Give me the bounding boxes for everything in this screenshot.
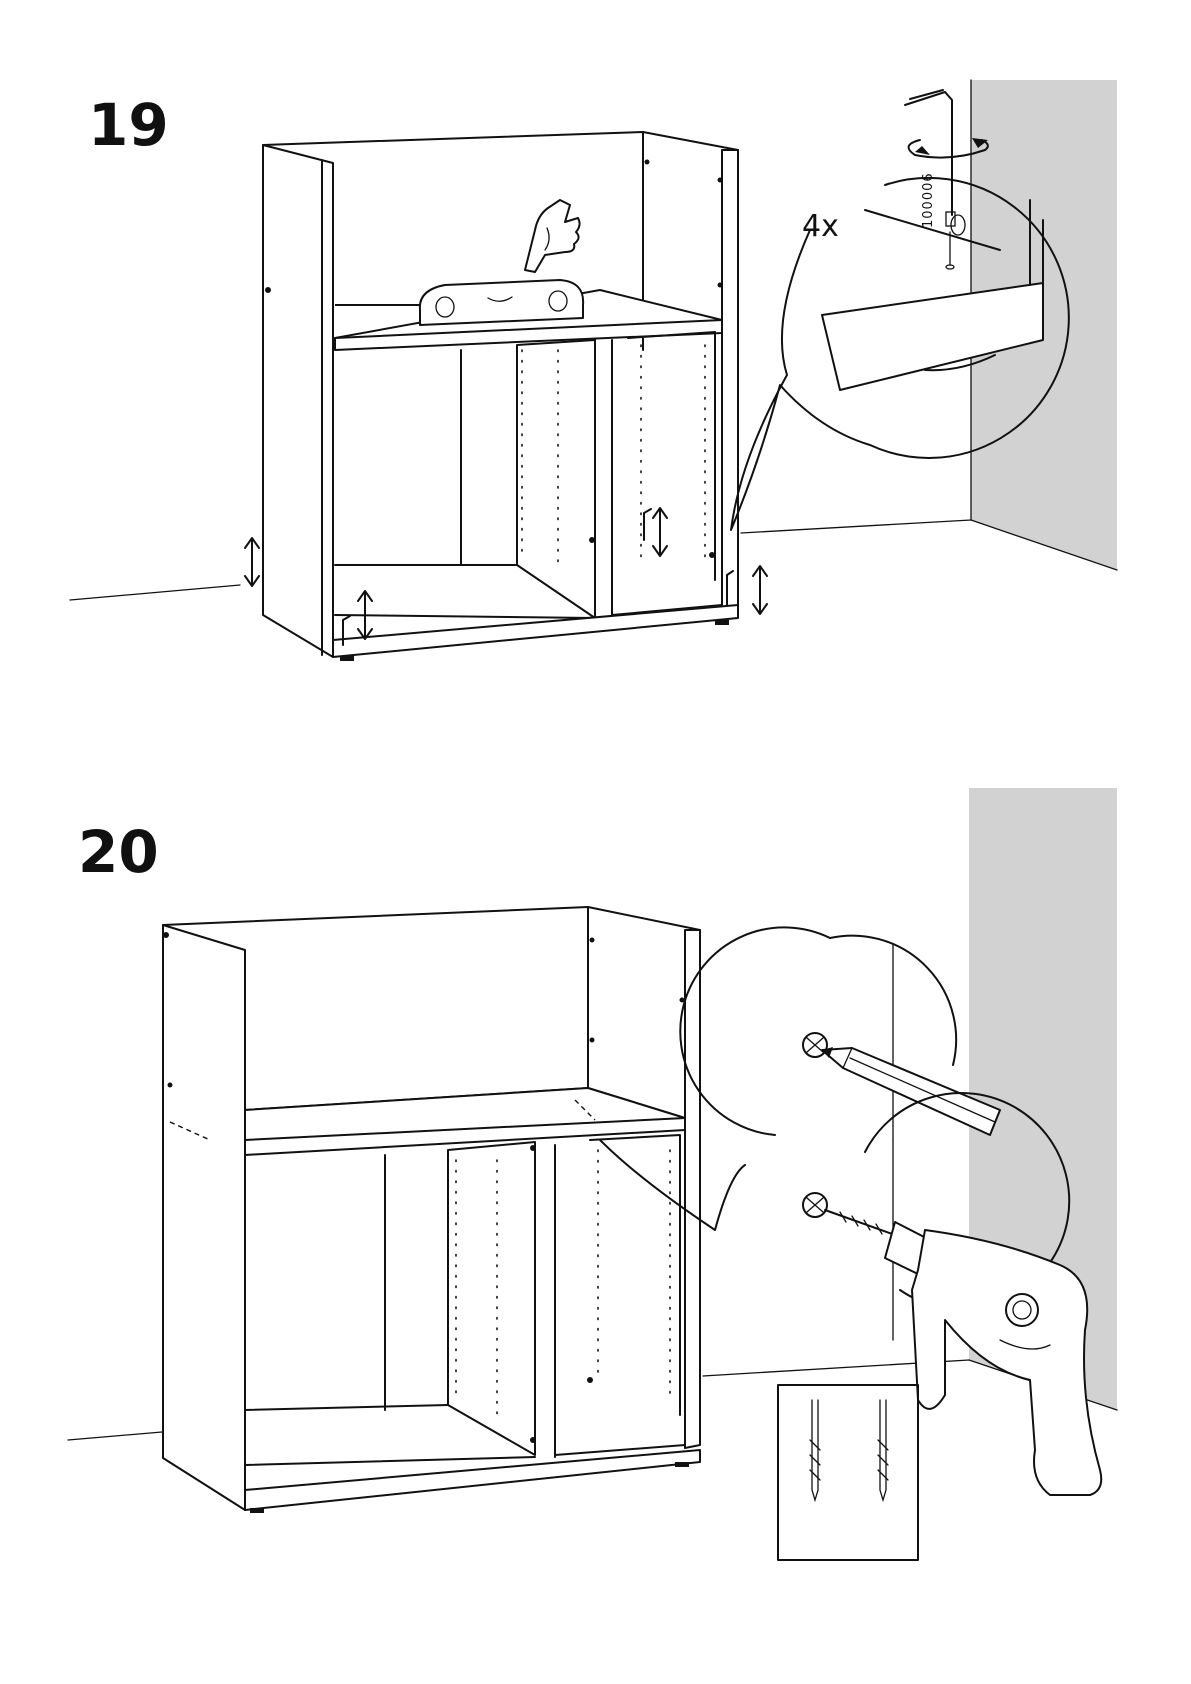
detail-circle-marking bbox=[680, 927, 1000, 1140]
spirit-level-icon bbox=[420, 280, 583, 325]
screw-icon bbox=[803, 1033, 827, 1057]
cabinet-19 bbox=[263, 132, 738, 661]
quantity-label: 4x bbox=[802, 209, 839, 244]
pointing-hand-icon bbox=[525, 200, 580, 272]
part-number-label: 100006 bbox=[921, 172, 936, 228]
cabinet-20 bbox=[163, 907, 700, 1513]
step-number-19: 19 bbox=[88, 91, 169, 159]
drill-bit-icon bbox=[778, 1385, 918, 1560]
detail-leader-20 bbox=[600, 1140, 745, 1230]
screw-icon-2 bbox=[803, 1193, 827, 1217]
step-number-20: 20 bbox=[78, 818, 159, 886]
step-19: 19 bbox=[70, 80, 1117, 661]
step-20: 20 bbox=[68, 788, 1117, 1560]
